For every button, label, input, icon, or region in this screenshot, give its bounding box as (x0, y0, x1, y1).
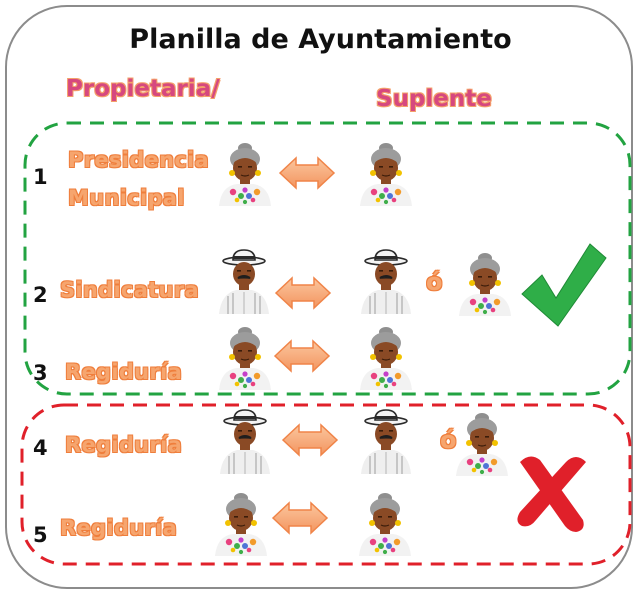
or-label-2: ó (426, 268, 443, 296)
role-label-1a: Presidencia (68, 148, 210, 172)
owner-man-icon-4 (219, 409, 271, 475)
substitute-woman-icon-3 (359, 326, 413, 391)
owner-woman-icon-3 (218, 326, 272, 391)
row-number-5: 5 (33, 523, 48, 547)
substitute-man-icon-2 (360, 249, 412, 315)
cross-icon (517, 456, 586, 532)
owner-man-icon-2 (218, 249, 270, 315)
row-number-2: 2 (33, 283, 48, 307)
row-number-1: 1 (33, 165, 48, 189)
role-label-4: Regiduría (65, 433, 183, 457)
page-title: Planilla de Ayuntamiento (129, 24, 512, 55)
substitute-header: Suplente (376, 86, 492, 112)
swap-arrow-icon-3 (274, 340, 330, 372)
invalid-group-box (20, 403, 632, 566)
owner-woman-icon-5 (214, 492, 268, 557)
substitute-woman-icon-5 (358, 492, 412, 557)
substitute-woman-icon-4 (455, 412, 509, 477)
valid-group-box (23, 121, 632, 396)
role-label-2: Sindicatura (60, 278, 199, 302)
swap-arrow-icon-4 (282, 424, 338, 456)
or-label-4: ó (440, 426, 457, 454)
substitute-man-icon-4 (360, 409, 412, 475)
check-icon (521, 243, 607, 327)
role-label-3: Regiduría (65, 360, 183, 384)
swap-arrow-icon-1 (279, 157, 335, 189)
role-label-1b: Municipal (68, 186, 185, 210)
role-label-5: Regiduría (60, 516, 178, 540)
substitute-woman-icon-2 (458, 252, 512, 317)
swap-arrow-icon-2 (275, 277, 331, 309)
row-number-4: 4 (33, 436, 48, 460)
owner-woman-icon-1 (218, 142, 272, 207)
substitute-woman-icon-1 (359, 142, 413, 207)
row-number-3: 3 (33, 361, 48, 385)
swap-arrow-icon-5 (272, 502, 328, 534)
owner-header: Propietaria/ (66, 76, 220, 102)
